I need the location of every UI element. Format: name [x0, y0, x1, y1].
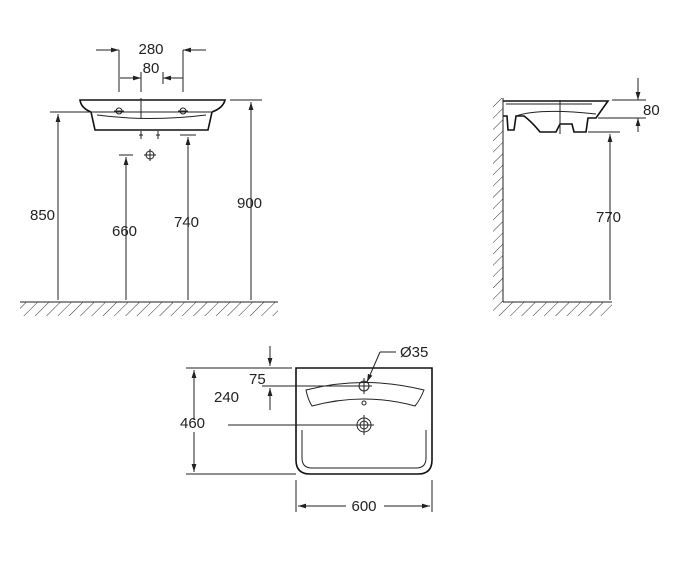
- front-height-dims: 850 660 740 900: [30, 99, 262, 300]
- front-basin: [79, 98, 227, 131]
- front-markers: [119, 131, 160, 161]
- dim-height-basin: 850: [30, 207, 55, 224]
- dim-height-tap: 740: [174, 214, 199, 231]
- dim-hole-offset: 75: [249, 371, 266, 388]
- front-view: 280 80 850 660 740 900: [20, 41, 278, 316]
- side-dims: 80 770: [588, 78, 660, 300]
- dim-side-height-bottom: 770: [596, 209, 621, 226]
- front-floor: [20, 301, 278, 316]
- front-top-dims: 280 80: [96, 41, 206, 92]
- dim-top-outer: 280: [138, 41, 163, 58]
- side-view: 80 770: [493, 78, 660, 316]
- dim-side-depth-top: 80: [643, 102, 660, 119]
- dim-plan-width: 600: [351, 498, 376, 515]
- dim-top-inner: 80: [143, 60, 160, 77]
- side-basin: [503, 100, 610, 134]
- dim-height-top: 900: [237, 195, 262, 212]
- dim-plan-depth: 460: [180, 415, 205, 432]
- dim-hole-diameter: Ø35: [400, 344, 428, 361]
- plan-view: Ø35 75 240 460 600: [180, 344, 433, 515]
- dim-height-drain: 660: [112, 223, 137, 240]
- dim-drain-offset: 240: [214, 389, 239, 406]
